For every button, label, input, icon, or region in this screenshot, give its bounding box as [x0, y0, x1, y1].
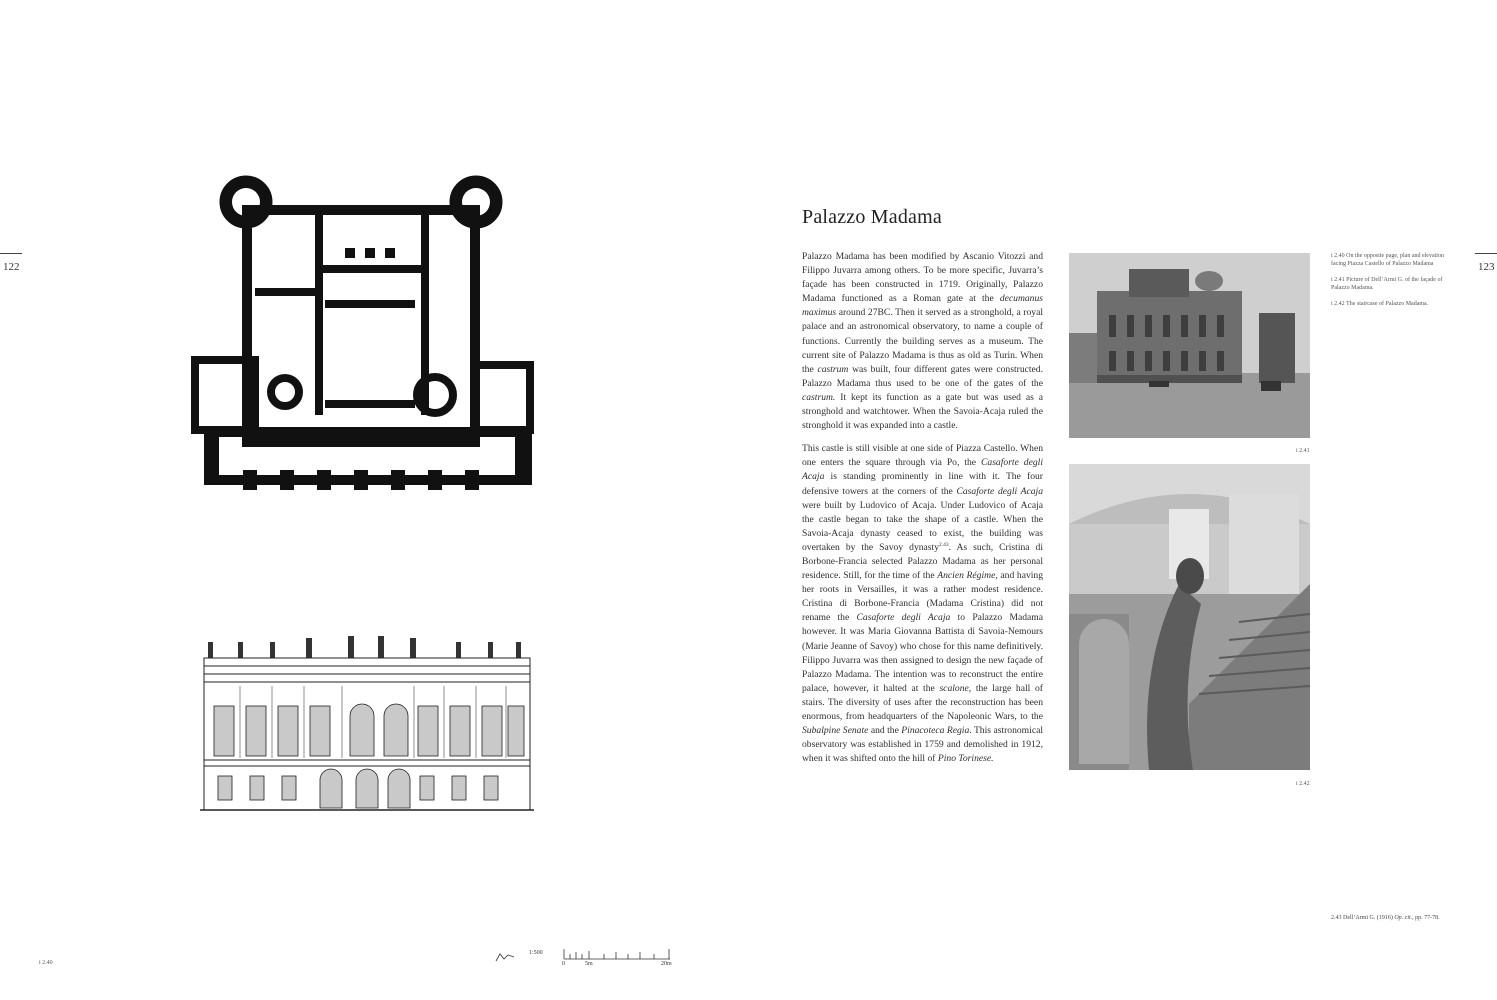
- footnote-pages: , pp. 77-78.: [1412, 915, 1440, 921]
- scale-tick-0: 0: [562, 961, 565, 967]
- scale-tick-5m: 5m: [585, 961, 593, 967]
- text-run: were built by Ludovico of Acaja. Under L…: [802, 499, 1043, 553]
- north-arrow-icon: [494, 950, 516, 962]
- text-run: It kept its function as a gate but was u…: [802, 391, 1043, 432]
- text-run: around 27BC. Then it served as a strongh…: [802, 307, 1043, 375]
- text-run: Pinacoteca Regia: [901, 725, 970, 737]
- text-run: Ancien Régime,: [937, 570, 998, 582]
- text-run: , the large hall of stairs. The diversit…: [802, 682, 1043, 722]
- text-run: This castle is still visible at one side…: [802, 443, 1043, 469]
- text-run: castrum.: [802, 391, 836, 403]
- text-run: . This astronomical observatory was esta…: [802, 725, 1043, 765]
- text-run: decumanus maximus: [802, 293, 1043, 319]
- facade-elevation-drawing: [200, 636, 534, 811]
- text-run: to Palazzo Madama however. It was Maria …: [802, 612, 1044, 694]
- text-run: and having her roots in Versailles, it w…: [802, 570, 1044, 624]
- text-run: scalone: [939, 682, 969, 694]
- text-run: Casaforte degli Acaja: [802, 457, 1043, 483]
- footnote: 2.43 Dell’Armi G. (1916) Op. cit., pp. 7…: [1331, 915, 1440, 921]
- text-run: Casaforte degli Acaja: [956, 485, 1043, 497]
- text-run: is standing prominently in line with it.…: [802, 471, 1043, 497]
- scale-ratio: 1:500: [529, 950, 543, 956]
- article-body: Palazzo Madama has been modified by Asca…: [802, 250, 1043, 775]
- right-page-rule: [1475, 253, 1497, 254]
- caption-staircase: i 2.42 The staircase of Palazzo Madama.: [1331, 301, 1429, 307]
- footnote-reference: 2.43: [939, 541, 949, 548]
- text-run: castrum: [817, 363, 849, 375]
- scale-bar: [563, 949, 670, 960]
- article-paragraph-1: Palazzo Madama has been modified by Asca…: [802, 250, 1043, 433]
- text-run: and the: [868, 725, 902, 737]
- text-run: Subalpine Senate: [802, 725, 869, 737]
- staircase-photo: [1069, 464, 1310, 770]
- text-run: Pino Torinese.: [937, 753, 994, 765]
- facade-photo-label: i 2.41: [1296, 448, 1310, 454]
- facade-photo: [1069, 253, 1310, 438]
- footnote-italic: Op. cit.: [1394, 915, 1413, 921]
- text-run: . As such, Cristina di Borbone-Francia s…: [802, 541, 1044, 582]
- caption-facade: i 2.41 Picture of Dell’Armi G. of the fa…: [1331, 277, 1443, 291]
- floor-plan-drawing: [191, 175, 534, 490]
- left-page-number: 122: [3, 261, 20, 273]
- scale-tick-20m: 20m: [661, 961, 672, 967]
- article-title: Palazzo Madama: [802, 206, 942, 228]
- article-paragraph-2: This castle is still visible at one side…: [802, 442, 1043, 766]
- text-run: Casaforte degli Acaja: [856, 612, 951, 624]
- text-run: was built, four different gates were con…: [802, 363, 1043, 389]
- caption-plan-elevation: i 2.40 On the opposite page, plan and el…: [1331, 253, 1444, 267]
- figure-captions: i 2.40 On the opposite page, plan and el…: [1331, 253, 1459, 318]
- left-page-rule: [0, 253, 22, 254]
- staircase-photo-label: i 2.42: [1296, 781, 1310, 787]
- right-page-number: 123: [1478, 261, 1495, 273]
- left-figure-label: i 2.40: [39, 960, 53, 966]
- footnote-text: 2.43 Dell’Armi G. (1916): [1331, 915, 1395, 921]
- text-run: Palazzo Madama has been modified by Asca…: [802, 251, 1043, 305]
